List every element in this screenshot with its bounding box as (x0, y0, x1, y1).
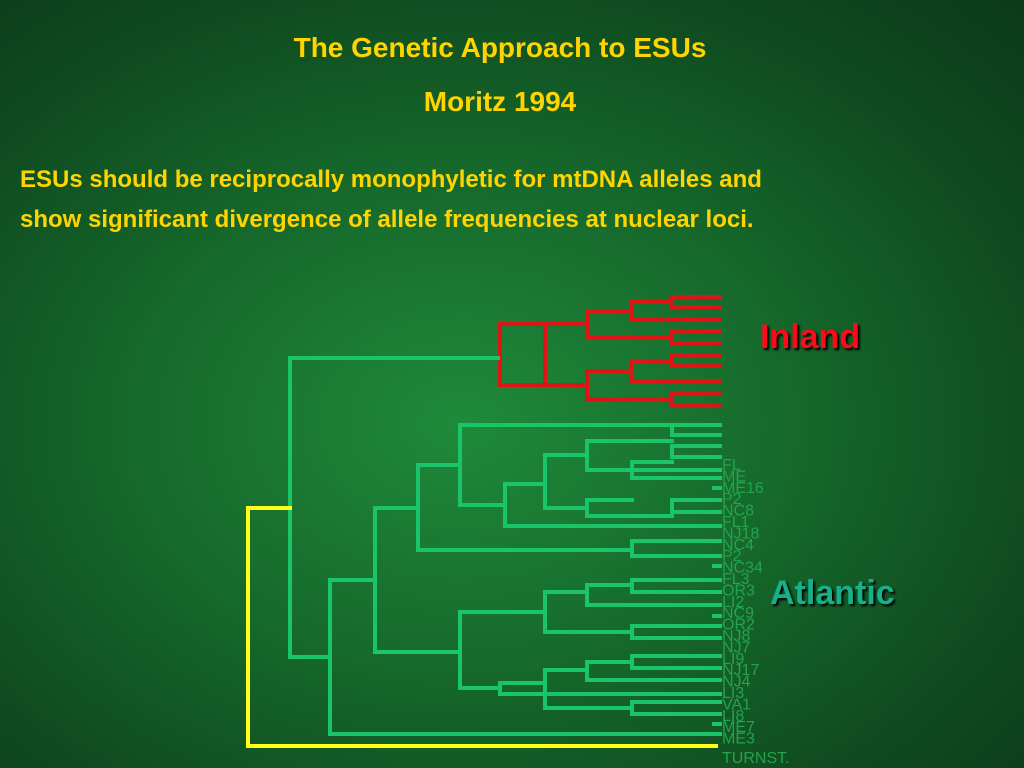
leaf-label: NJ7 (722, 639, 751, 656)
leaf-label: LI2 (722, 594, 744, 611)
leaf-label: LI3 (722, 685, 744, 702)
leaf-label: ME7 (722, 719, 755, 736)
leaf-label: NJ8 (722, 628, 751, 645)
inland-clade-label: Inland (760, 318, 861, 356)
leaf-label: P2 (722, 548, 742, 565)
leaf-label: ME16 (722, 480, 764, 497)
leaf-label: P2 (722, 491, 742, 508)
leaf-label: NC9 (722, 605, 754, 622)
slide-subtitle: Moritz 1994 (423, 86, 577, 117)
body-text-line-1: ESUs should be reciprocally monophyletic… (20, 166, 762, 193)
atlantic-clade-label: Atlantic (770, 574, 895, 612)
slide-title: The Genetic Approach to ESUs (293, 32, 707, 63)
leaf-label: FL1 (722, 514, 750, 531)
leaf-label: NJ4 (722, 674, 751, 691)
leaf-label: OR3 (722, 582, 755, 599)
leaf-label: NC8 (722, 503, 754, 520)
leaf-label: VA1 (722, 696, 751, 713)
leaf-label: NC34 (722, 560, 763, 577)
leaf-label: FL (722, 457, 741, 474)
leaf-label: ME3 (722, 731, 755, 748)
leaf-label: OR2 (722, 617, 755, 634)
leaf-label: NJ17 (722, 662, 759, 679)
leaf-label: FL3 (722, 571, 750, 588)
leaf-label: LI9 (722, 651, 744, 668)
leaf-label: NJ18 (722, 525, 759, 542)
leaf-label: ME (722, 468, 746, 485)
outgroup-label: TURNST. (722, 750, 790, 767)
leaf-label: NC4 (722, 537, 754, 554)
body-text-line-2: show significant divergence of allele fr… (20, 206, 754, 233)
leaf-label: LI8 (722, 708, 744, 725)
